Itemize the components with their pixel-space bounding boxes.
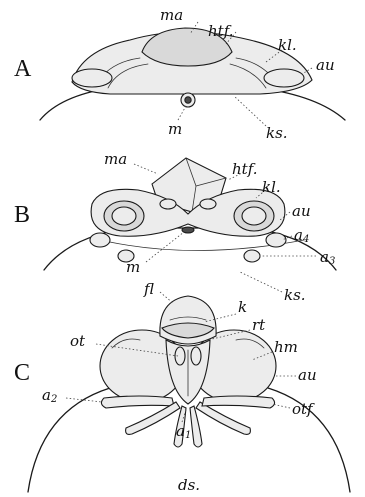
label-b-ks: ks.: [284, 286, 306, 304]
label-b-a3: a3: [320, 248, 335, 267]
panel-b-yolk-outline: [44, 228, 336, 270]
panel-b-letter: B: [14, 202, 30, 228]
panel-c-arm-right-3: [190, 406, 202, 447]
label-b-htf: htf.: [232, 160, 257, 178]
panel-c-arm-right-2: [196, 402, 250, 434]
label-b-m: m: [126, 258, 140, 276]
panel-a-left-lobe: [72, 69, 112, 87]
panel-a-letter: A: [14, 56, 32, 82]
panel-b-arm-bud-right-lower: [244, 250, 260, 262]
label-c-a1: a1: [176, 422, 191, 441]
label-b-ma: ma: [104, 150, 127, 168]
label-c-ot: ot: [70, 332, 86, 350]
panel-c-arm-left-2: [126, 402, 180, 434]
label-c-a2: a2: [42, 386, 57, 405]
label-c-k: k: [238, 298, 247, 316]
label-c-hm: hm: [274, 338, 298, 356]
panel-c-arm-left-1: [101, 396, 174, 408]
panel-a-right-lobe: [264, 69, 304, 87]
label-a-kl: kl.: [278, 36, 297, 54]
label-b-a4: a4: [294, 226, 309, 245]
label-a-htf: htf.: [208, 22, 233, 40]
panel-a: A ma htf. kl. au m ks.: [14, 6, 345, 142]
label-c-otf: otf: [292, 400, 315, 418]
label-c-fl: fl: [143, 280, 154, 298]
panel-b: B ma htf. kl. au: [14, 150, 336, 304]
panel-c-arm-right-1: [202, 396, 275, 408]
label-a-ma: ma: [160, 6, 183, 24]
label-a-au: au: [316, 56, 335, 74]
panel-b-arm-bud-right-upper: [266, 233, 286, 247]
label-a-ks: ks.: [266, 124, 288, 142]
label-b-au: au: [292, 202, 311, 220]
label-b-kl: kl.: [262, 178, 281, 196]
label-c-ds: ds.: [178, 476, 200, 494]
label-c-au: au: [298, 366, 317, 384]
panel-c-letter: C: [14, 360, 30, 386]
label-a-m: m: [168, 120, 182, 138]
panel-b-arm-bud-left-upper: [90, 233, 110, 247]
panel-c: C fl k rt ot: [14, 280, 350, 494]
label-c-rt: rt: [252, 316, 266, 334]
